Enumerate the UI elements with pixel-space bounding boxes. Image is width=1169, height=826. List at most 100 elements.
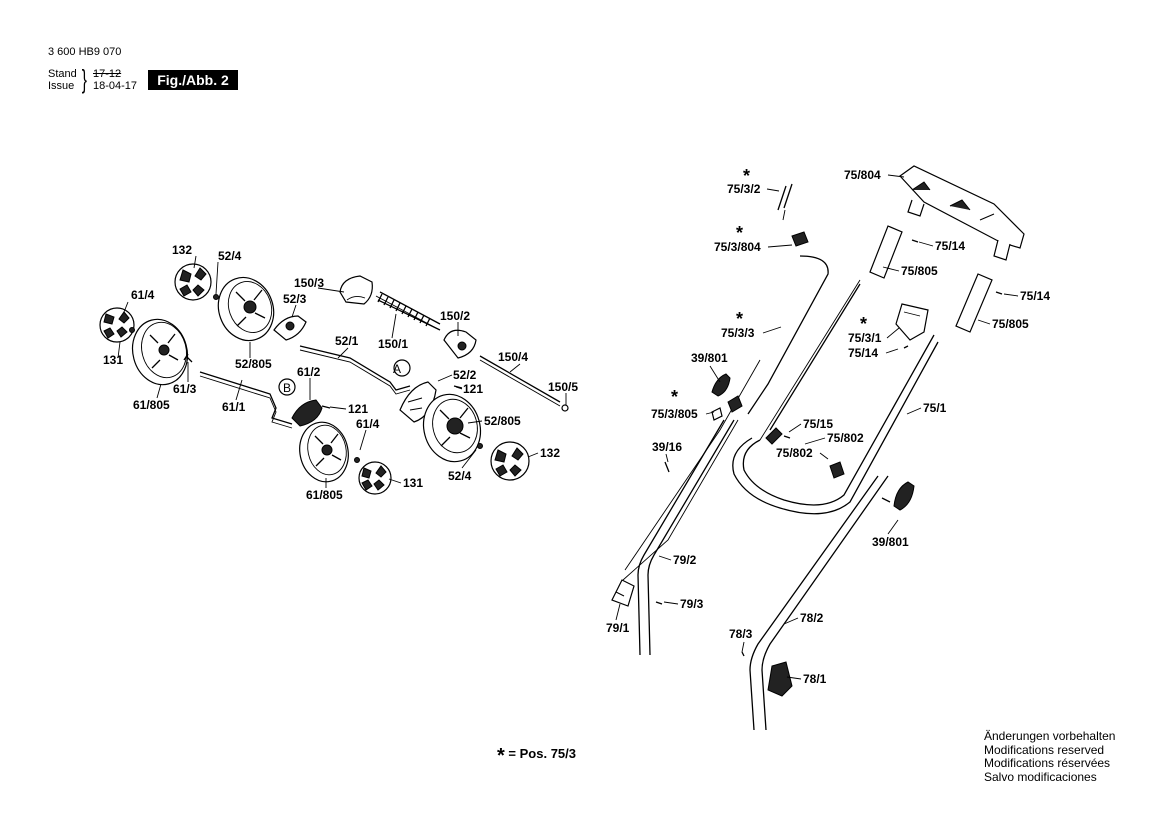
label-52-3: 52/3 <box>283 292 307 306</box>
label-75-802: 75/802 <box>827 431 864 445</box>
label-78-2: 78/2 <box>800 611 824 625</box>
nut-61-4-left <box>129 327 135 333</box>
label-79-2: 79/2 <box>673 553 697 567</box>
label-61-2: 61/2 <box>297 365 321 379</box>
label-52-805: 52/805 <box>235 357 272 371</box>
screw-75-14-c <box>903 345 909 349</box>
figure-label: Fig./Abb. 2 <box>148 70 238 90</box>
label-75-3-804: 75/3/804 <box>714 240 761 254</box>
label-61-4: 61/4 <box>131 288 155 302</box>
spring-150-1 <box>375 291 441 331</box>
knob-39-801-right <box>893 481 915 511</box>
label-79-3: 79/3 <box>680 597 704 611</box>
issue-date: 18-04-17 <box>93 80 138 92</box>
screw-75-14-a <box>911 239 919 243</box>
wheel-61-805-left <box>131 318 189 386</box>
label-39-16: 39/16 <box>652 440 682 454</box>
footnote: * = Pos. 75/3 <box>497 745 576 768</box>
label-61-4: 61/4 <box>356 417 380 431</box>
label-52-2: 52/2 <box>453 368 477 382</box>
sleeve-75-805-top <box>869 225 903 279</box>
hub-cap-131-right <box>358 461 392 495</box>
hub-cap-132-right <box>490 441 530 481</box>
bracket-150-3 <box>339 275 373 305</box>
nut-52-4-right <box>477 443 483 449</box>
label-79-1: 79/1 <box>606 621 630 635</box>
label-75-805: 75/805 <box>992 317 1029 331</box>
part-75-3-805 <box>711 407 723 421</box>
footnote-text: = Pos. 75/3 <box>508 746 576 761</box>
label-75-1: 75/1 <box>923 401 947 415</box>
axle-61-1 <box>199 371 293 425</box>
label-52-805: 52/805 <box>484 414 521 428</box>
sleeve-75-805-right <box>955 273 993 333</box>
document-number: 3 600 HB9 070 <box>48 46 122 58</box>
wheel-61-805-right <box>299 421 349 483</box>
clamp-75-15 <box>765 427 783 445</box>
label-121: 121 <box>348 402 368 416</box>
label-75-14: 75/14 <box>1020 289 1050 303</box>
label-78-3: 78/3 <box>729 627 753 641</box>
label-39-801: 39/801 <box>872 535 909 549</box>
screw-75-14-b <box>995 291 1003 295</box>
label-75-14: 75/14 <box>848 346 878 360</box>
wheel-52-805-left <box>217 276 275 342</box>
label-52-4: 52/4 <box>448 469 472 483</box>
screw-121-right <box>453 385 463 389</box>
note-fr: Modifications réservées <box>984 756 1111 770</box>
label-75-15: 75/15 <box>803 417 833 431</box>
callout-a-letter: A <box>393 362 401 376</box>
handle-78-2 <box>749 475 879 731</box>
part-79-1 <box>611 579 635 607</box>
screw-78-3 <box>741 651 745 657</box>
label-150-5: 150/5 <box>548 380 578 394</box>
star-75-3-804: * <box>736 223 743 243</box>
grip-75-804 <box>899 165 1025 261</box>
note-es: Salvo modificaciones <box>984 769 1097 784</box>
handle-75-1 <box>742 283 935 506</box>
nut-61-4-right <box>354 457 360 463</box>
modification-notes: Änderungen vorbehalten Modifications res… <box>984 729 1116 784</box>
old-date: 17-12 <box>93 68 122 80</box>
label-150-3: 150/3 <box>294 276 324 290</box>
callout-b-letter: B <box>283 381 291 395</box>
label-131: 131 <box>103 353 123 367</box>
note-de: Änderungen vorbehalten <box>984 729 1116 743</box>
screw-61-3 <box>183 353 193 363</box>
clamp-75-802 <box>829 461 845 479</box>
label-75-3-805: 75/3/805 <box>651 407 698 421</box>
label-52-4: 52/4 <box>218 249 242 263</box>
footnote-star: * <box>497 745 505 767</box>
label-75-3-1: 75/3/1 <box>848 331 882 345</box>
label-61-805: 61/805 <box>133 398 170 412</box>
washer-150-5 <box>561 404 569 412</box>
rod-150-4 <box>479 355 561 403</box>
note-en: Modifications reserved <box>984 742 1105 757</box>
screw-79-3 <box>655 601 663 605</box>
knob-39-801-left <box>711 373 731 397</box>
label-150-2: 150/2 <box>440 309 470 323</box>
label-61-1: 61/1 <box>222 400 246 414</box>
label-75-3-3: 75/3/3 <box>721 326 755 340</box>
pin-39-16 <box>664 461 670 473</box>
lever-75-3-1 <box>895 303 929 341</box>
label-131: 131 <box>403 476 423 490</box>
axle-52-1 <box>299 345 411 391</box>
wheel-52-805-right <box>422 393 482 463</box>
label-52-1: 52/1 <box>335 334 359 348</box>
label-78-1: 78/1 <box>803 672 827 686</box>
label-75-805: 75/805 <box>901 264 938 278</box>
stand-label: Stand <box>48 68 77 80</box>
callout-b <box>278 378 296 396</box>
screw-75-802-a <box>783 435 791 439</box>
callout-a <box>393 359 411 377</box>
handle-79-2 <box>637 419 725 656</box>
star-75-3-1: * <box>860 314 867 334</box>
star-75-3-3: * <box>736 309 743 329</box>
leader-lines <box>117 174 1019 680</box>
issue-label: Issue <box>48 80 75 92</box>
label-132: 132 <box>540 446 560 460</box>
star-75-3-805: * <box>671 387 678 407</box>
label-121: 121 <box>463 382 483 396</box>
bracket-61-2 <box>291 399 323 427</box>
